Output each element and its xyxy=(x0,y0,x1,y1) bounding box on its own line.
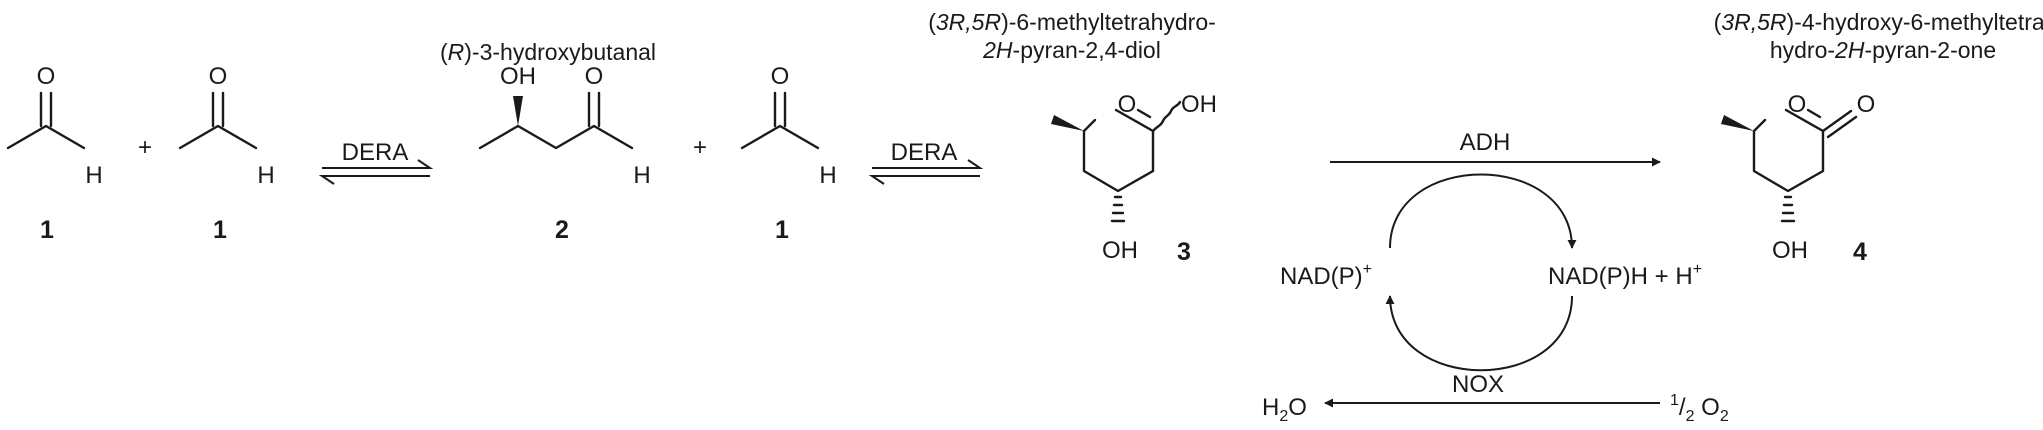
compound-number-3: 3 xyxy=(1177,238,1191,266)
hydroxybutanal-structure: (R)-3-hydroxybutanal OH O H 2 xyxy=(440,39,656,244)
wedge-bond xyxy=(513,96,523,126)
hydrogen-label: H xyxy=(819,162,836,189)
compound-number-2: 2 xyxy=(555,216,569,244)
cofactor-reduction-arrow xyxy=(1389,173,1577,249)
oxygen-label: 1/2 O2 xyxy=(1670,392,1729,425)
compound-name-3-line-1: (3R,5R)-6-methyltetrahydro- xyxy=(928,9,1216,35)
hydroxyl-label: OH xyxy=(1772,237,1808,264)
oxygen-label: O xyxy=(585,63,604,90)
compound-name-2: (R)-3-hydroxybutanal xyxy=(440,39,656,65)
acetaldehyde-structure-3: O H 1 xyxy=(740,63,837,244)
enzyme-label-nox: NOX xyxy=(1452,371,1504,398)
acetaldehyde-structure-1: O H 1 xyxy=(6,63,103,244)
compound-name-4-line-2: hydro-2H-pyran-2-one xyxy=(1770,37,1996,63)
enzyme-label-adh: ADH xyxy=(1460,129,1511,156)
compound-number-4: 4 xyxy=(1853,238,1867,266)
compound-name-3-line-2: 2H-pyran-2,4-diol xyxy=(982,37,1161,63)
hydrogen-label: H xyxy=(257,162,274,189)
hydroxyl-label: OH xyxy=(1102,237,1138,264)
compound-number-1b: 1 xyxy=(213,216,227,244)
hashed-bond xyxy=(1110,195,1126,223)
ring-oxygen-label: O xyxy=(1788,91,1807,118)
enzyme-label-dera-1: DERA xyxy=(342,139,409,166)
diol-structure: (3R,5R)-6-methyltetrahydro- 2H-pyran-2,4… xyxy=(928,9,1217,266)
plus-sign-1: + xyxy=(138,134,152,161)
ring-oxygen-label: O xyxy=(1118,91,1137,118)
acetaldehyde-structure-2: O H 1 xyxy=(178,63,275,244)
hydrogen-label: H xyxy=(85,162,102,189)
dera-equilibrium-arrow-1: DERA xyxy=(318,139,434,185)
oxygen-label: O xyxy=(771,63,790,90)
hydroxyl-label: OH xyxy=(500,63,536,90)
oxygen-label: O xyxy=(209,63,228,90)
wedge-bond xyxy=(1051,115,1084,131)
cofactor-regeneration-arrow xyxy=(1385,295,1573,372)
wavy-bond xyxy=(1151,100,1182,133)
carbonyl-oxygen-label: O xyxy=(1857,91,1876,118)
compound-number-1c: 1 xyxy=(775,216,789,244)
water-label: H2O xyxy=(1262,394,1307,425)
cofactor-oxidized-label: NAD(P)+ xyxy=(1280,261,1372,290)
cofactor-reduced-label: NAD(P)H + H+ xyxy=(1548,261,1702,290)
lactone-structure: (3R,5R)-4-hydroxy-6-methyltetra- hydro-2… xyxy=(1714,9,2043,266)
enzyme-label-dera-2: DERA xyxy=(891,139,958,166)
wedge-bond xyxy=(1721,115,1754,131)
compound-name-4-line-1: (3R,5R)-4-hydroxy-6-methyltetra- xyxy=(1714,9,2043,35)
hydrogen-label: H xyxy=(633,162,650,189)
hashed-bond xyxy=(1780,195,1796,223)
plus-sign-2: + xyxy=(693,134,707,161)
hydroxyl-label: OH xyxy=(1181,91,1217,118)
compound-number-1a: 1 xyxy=(40,216,54,244)
oxygen-label: O xyxy=(37,63,56,90)
dera-equilibrium-arrow-2: DERA xyxy=(868,139,984,185)
